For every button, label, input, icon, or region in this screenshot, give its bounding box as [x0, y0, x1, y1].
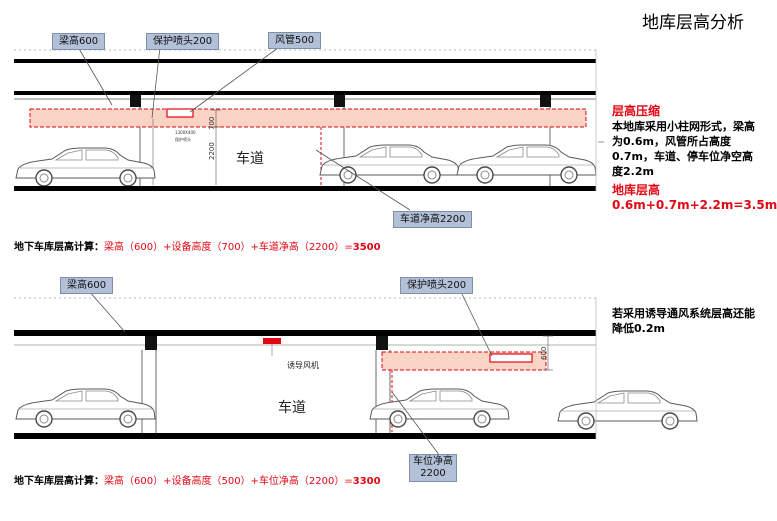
top-car: [456, 144, 597, 184]
bottom-lane-text: 车道: [278, 399, 306, 416]
bottom-beam: [145, 336, 157, 350]
bottom-car: [369, 388, 510, 428]
bottom-floor-slab: [14, 433, 596, 439]
section-diagram: 1300X400 保护喷头 700 2200 车道 诱导风机: [14, 44, 698, 457]
callout-beam-top: 梁高600: [52, 33, 106, 50]
callout-clear-top: 车道净高2200: [393, 211, 473, 228]
bottom-upper-slab: [14, 330, 596, 336]
side-note-formula: 0.6m+0.7m+2.2m=3.5m: [612, 198, 777, 212]
bottom-car: [557, 390, 698, 430]
side-note2-body: 若采用诱导通风系统层高还能降低0.2m: [612, 307, 755, 335]
top-beam: [130, 95, 141, 107]
calc1-expr: 梁高（600）+设备高度（700）+车道净高（2200）=: [104, 242, 353, 253]
calc2-result: 3300: [352, 476, 381, 487]
callout-sprinkler-bottom: 保护喷头200: [400, 277, 474, 294]
top-dim-2200: 2200: [208, 142, 216, 160]
callout-clear-bottom: 车位净高 2200: [409, 454, 457, 482]
calc1-label: 地下车库层高计算：: [14, 242, 104, 253]
top-lower-slab: [14, 91, 596, 95]
calc-line-2: 地下车库层高计算：梁高（600）+设备高度（500）+车位净高（2200）=33…: [14, 472, 381, 487]
side-note-title: 层高压缩: [612, 104, 661, 118]
top-duct-zone: [29, 108, 587, 128]
callout-beam-bottom: 梁高600: [60, 277, 114, 294]
side-note-compression: 层高压缩 本地库采用小柱网形式，梁高为0.6m，风管所占高度0.7m，车道、停车…: [612, 104, 777, 213]
bottom-car: [15, 388, 156, 428]
callout-clear-bottom-line2: 2200: [420, 468, 446, 479]
top-car: [319, 144, 460, 184]
calc2-expr: 梁高（600）+设备高度（500）+车位净高（2200）=: [104, 476, 353, 487]
top-beam: [540, 95, 551, 107]
callout-sprinkler-top: 保护喷头200: [146, 33, 220, 50]
callout-clear-bottom-line1: 车位净高: [413, 456, 453, 467]
top-beam: [334, 95, 345, 107]
top-lane-text: 车道: [236, 150, 264, 167]
fan-text: 诱导风机: [287, 360, 319, 370]
top-floor-slab: [14, 186, 596, 191]
side-note-body: 本地库采用小柱网形式，梁高为0.6m，风管所占高度0.7m，车道、停车位净空高度…: [612, 120, 755, 178]
calc1-result: 3500: [352, 242, 381, 253]
bottom-dim-600: 600: [540, 347, 548, 360]
side-note-title2: 地库层高: [612, 183, 661, 197]
top-tiny-label: 保护喷头: [175, 136, 191, 142]
page-title: 地库层高分析: [642, 13, 744, 33]
induction-fan: [263, 338, 281, 344]
bottom-beam: [376, 336, 388, 350]
calc-line-1: 地下车库层高计算：梁高（600）+设备高度（700）+车道净高（2200）=35…: [14, 238, 381, 253]
top-upper-slab: [14, 59, 596, 63]
callout-duct-top: 风管500: [268, 32, 322, 49]
top-duct: [166, 108, 194, 118]
top-dim-700: 700: [208, 117, 216, 130]
top-tiny-label: 1300X400: [175, 130, 196, 135]
side-note-induction: 若采用诱导通风系统层高还能降低0.2m: [612, 306, 758, 336]
bottom-section: 诱导风机 600 车道: [14, 289, 698, 457]
bottom-sprinkler: [489, 353, 533, 363]
top-section: 1300X400 保护喷头 700 2200 车道: [14, 44, 604, 211]
top-car: [15, 147, 156, 187]
calc2-label: 地下车库层高计算：: [14, 476, 104, 487]
